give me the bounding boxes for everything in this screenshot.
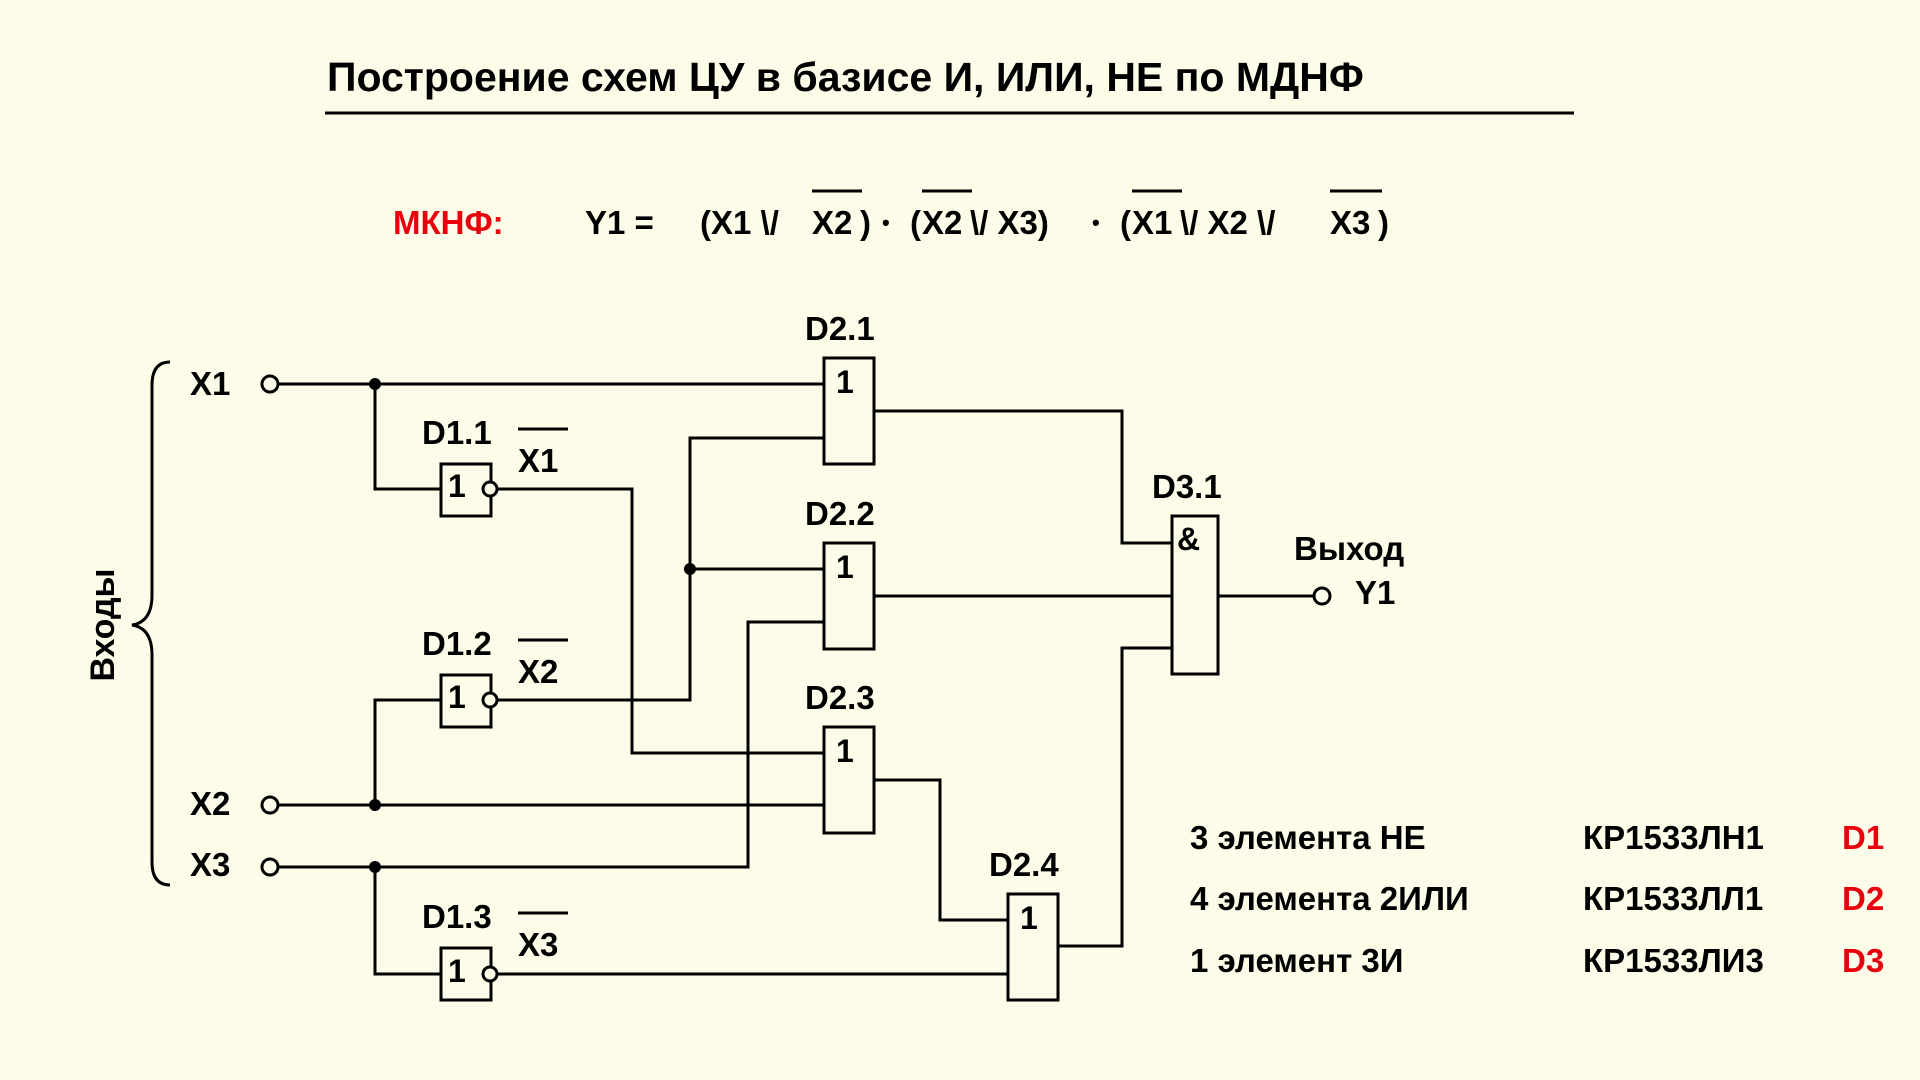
legend-desc-3: 1 элемент 3И — [1190, 942, 1403, 979]
formula: МКНФ: Y1 = (X1 \/ X2 ) • ( X2 \/ X3) • (… — [393, 200, 1389, 241]
inputs-group-label: Входы — [84, 568, 122, 681]
formula-term-1-open: (X1 \/ — [700, 204, 788, 241]
gate-d24-symbol: 1 — [1020, 900, 1038, 936]
gate-d22-name: D2.2 — [805, 495, 875, 532]
legend-ref-2: D2 — [1842, 880, 1884, 917]
gate-d12-name: D1.2 — [422, 625, 492, 662]
formula-term-x2-inverted: X2 — [812, 204, 852, 241]
gate-d21-symbol: 1 — [836, 364, 854, 400]
input-x2-label: X2 — [190, 785, 230, 822]
legend-ref-3: D3 — [1842, 942, 1884, 979]
wire-d24-to-d31 — [1058, 646, 1172, 948]
gate-d13-name: D1.3 — [422, 898, 492, 935]
formula-term-x1-inverted: X1 — [1132, 204, 1172, 241]
legend-desc-1: 3 элемента НЕ — [1190, 819, 1426, 856]
legend-ref-1: D1 — [1842, 819, 1884, 856]
gate-d24: 1 D2.4 — [989, 846, 1060, 1002]
page-title: Построение схем ЦУ в базисе И, ИЛИ, НЕ п… — [327, 54, 1364, 100]
junction-x2 — [369, 799, 381, 811]
gate-d12-symbol: 1 — [448, 679, 466, 715]
gate-d12: 1 D1.2 X2 — [422, 625, 568, 729]
input-x3-label: X3 — [190, 846, 230, 883]
formula-term-2-open: ( — [910, 204, 921, 241]
gate-d12-output-label: X2 — [518, 653, 558, 690]
input-x1-label: X1 — [190, 365, 230, 402]
gate-d22: 1 D2.2 — [805, 495, 876, 651]
gate-d11: 1 D1.1 X1 — [422, 414, 568, 518]
gate-d13: 1 D1.3 X3 — [422, 898, 568, 1002]
gate-d11-inversion-bubble — [481, 480, 499, 498]
formula-term-3-close: ) — [1378, 204, 1389, 241]
input-x3-pin — [260, 857, 280, 877]
wire-x2-to-d12 — [373, 698, 441, 805]
gate-d11-output-label: X1 — [518, 442, 558, 479]
junction-x3 — [369, 861, 381, 873]
gate-d13-output-label: X3 — [518, 926, 558, 963]
formula-term-1-close: ) — [860, 204, 871, 241]
input-x1-pin — [260, 374, 280, 394]
gate-d24-name: D2.4 — [989, 846, 1059, 883]
output-label: Выход — [1294, 530, 1404, 567]
legend-chip-3: КР1533ЛИ3 — [1583, 942, 1764, 979]
inputs-brace — [131, 360, 171, 887]
gate-d23-name: D2.3 — [805, 679, 875, 716]
gate-d13-inversion-bubble — [481, 965, 499, 983]
formula-lhs: Y1 = — [585, 204, 654, 241]
wire-not-x1 — [497, 487, 824, 755]
legend-chip-2: КР1533ЛЛ1 — [1583, 880, 1763, 917]
wire-x1-to-d11 — [373, 384, 441, 491]
legend: 3 элемента НЕ КР1533ЛН1 D1 4 элемента 2И… — [1190, 819, 1884, 979]
gate-d31: & D3.1 — [1152, 468, 1222, 676]
formula-term-x2-inverted-2: X2 — [922, 204, 962, 241]
wire-x3-to-d22 — [278, 620, 824, 869]
gate-d21: 1 D2.1 — [805, 310, 876, 466]
gate-d23: 1 D2.3 — [805, 679, 876, 835]
formula-label: МКНФ: — [393, 204, 504, 241]
formula-term-2-rest: \/ X3) — [970, 204, 1049, 241]
formula-term-x3-inverted: X3 — [1330, 204, 1370, 241]
gate-d23-symbol: 1 — [836, 733, 854, 769]
input-x2-pin — [260, 795, 280, 815]
formula-term-3-mid: \/ X2 \/ — [1180, 204, 1285, 241]
formula-and-dot-1: • — [882, 210, 890, 235]
formula-term-3-open: ( — [1120, 204, 1131, 241]
wire-d21-to-d31 — [874, 409, 1172, 545]
output-y1-pin — [1312, 586, 1332, 606]
legend-chip-1: КР1533ЛН1 — [1583, 819, 1764, 856]
junction-not-x2 — [684, 563, 696, 575]
legend-desc-2: 4 элемента 2ИЛИ — [1190, 880, 1469, 917]
gate-d31-name: D3.1 — [1152, 468, 1222, 505]
gate-d13-symbol: 1 — [448, 953, 466, 989]
gate-d11-name: D1.1 — [422, 414, 492, 451]
gate-d12-inversion-bubble — [481, 691, 499, 709]
gate-d21-name: D2.1 — [805, 310, 875, 347]
output-name: Y1 — [1355, 574, 1395, 611]
gate-d22-symbol: 1 — [836, 549, 854, 585]
gate-d11-symbol: 1 — [448, 468, 466, 504]
gate-d31-symbol: & — [1177, 521, 1200, 557]
junction-x1 — [369, 378, 381, 390]
wire-d23-to-d24 — [874, 778, 1008, 922]
wire-x3-to-d13 — [373, 867, 441, 976]
formula-and-dot-2: • — [1092, 210, 1100, 235]
